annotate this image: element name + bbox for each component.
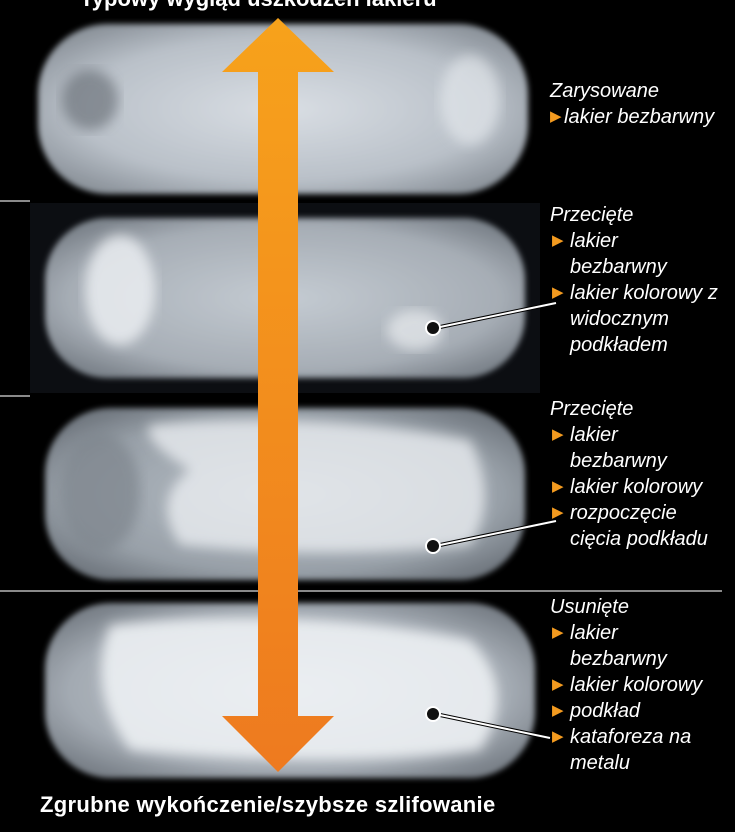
sample-2-wear-left bbox=[85, 235, 155, 345]
triangle-bullet-icon: ▶ bbox=[552, 474, 564, 500]
triangle-bullet-icon: ▶ bbox=[552, 422, 564, 448]
list-item: ▶ lakier bezbarwny bbox=[550, 422, 710, 474]
list-item: ▶ kataforeza na metalu bbox=[550, 724, 730, 776]
list-item: ▶ lakier bezbarwny bbox=[550, 228, 735, 280]
triangle-bullet-icon: ▶ bbox=[552, 280, 564, 306]
section-title: Usunięte bbox=[550, 594, 730, 620]
triangle-bullet-icon: ▶ bbox=[552, 228, 564, 254]
triangle-bullet-icon: ▶ bbox=[550, 104, 562, 130]
list-item: ▶ lakier bezbarwny bbox=[550, 620, 730, 672]
triangle-bullet-icon: ▶ bbox=[552, 500, 564, 526]
triangle-bullet-icon: ▶ bbox=[552, 724, 564, 750]
section-title: Zarysowane bbox=[550, 78, 714, 104]
sample-3-shadow bbox=[60, 432, 140, 552]
footer-caption: Zgrubne wykończenie/szybsze szlifowanie bbox=[40, 792, 495, 818]
list-item: ▶ lakier kolorowy bbox=[550, 474, 710, 500]
list-item: ▶ lakier kolorowy bbox=[550, 672, 730, 698]
section-title: Przecięte bbox=[550, 396, 710, 422]
triangle-bullet-icon: ▶ bbox=[552, 672, 564, 698]
caption-section-4: Usunięte ▶ lakier bezbarwny ▶ lakier kol… bbox=[550, 594, 730, 776]
list-item: ▶ lakier bezbarwny bbox=[550, 104, 714, 130]
caption-section-3: Przecięte ▶ lakier bezbarwny ▶ lakier ko… bbox=[550, 396, 710, 552]
caption-section-1: Zarysowane ▶ lakier bezbarwny bbox=[550, 78, 714, 130]
list-item: ▶ podkład bbox=[550, 698, 730, 724]
sample-1-dark-spot bbox=[62, 70, 118, 130]
sample-3-wear bbox=[148, 420, 485, 553]
list-item: ▶ lakier kolorowy z widocznym podkładem bbox=[550, 280, 735, 358]
triangle-bullet-icon: ▶ bbox=[552, 698, 564, 724]
caption-section-2: Przecięte ▶ lakier bezbarwny ▶ lakier ko… bbox=[550, 202, 735, 358]
triangle-bullet-icon: ▶ bbox=[552, 620, 564, 646]
section-title: Przecięte bbox=[550, 202, 735, 228]
sample-1-light-spot bbox=[440, 55, 500, 145]
list-item: ▶ rozpoczęcie cięcia podkładu bbox=[550, 500, 710, 552]
